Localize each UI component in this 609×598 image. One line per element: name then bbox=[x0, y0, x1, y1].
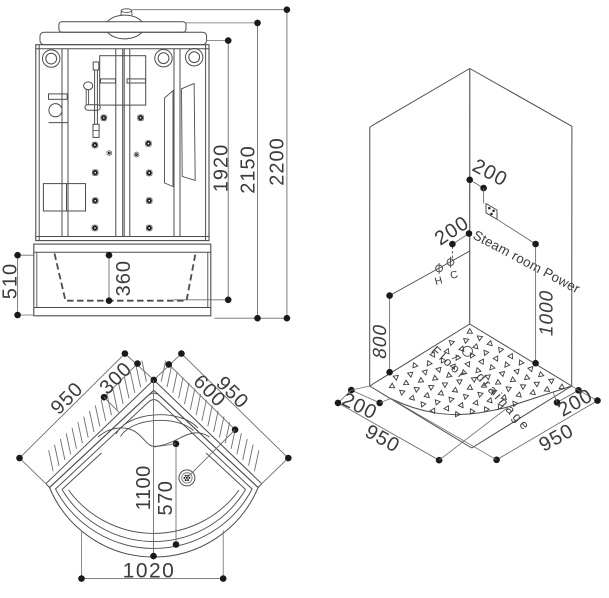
svg-text:H: H bbox=[433, 274, 443, 288]
svg-text:2200: 2200 bbox=[267, 137, 289, 186]
svg-text:1920: 1920 bbox=[211, 144, 233, 193]
svg-text:360: 360 bbox=[113, 260, 135, 296]
svg-text:800: 800 bbox=[370, 322, 391, 361]
svg-text:1100: 1100 bbox=[133, 465, 155, 510]
svg-text:C: C bbox=[449, 268, 460, 282]
svg-text:1020: 1020 bbox=[123, 560, 176, 583]
svg-text:2150: 2150 bbox=[238, 145, 260, 194]
svg-text:1000: 1000 bbox=[537, 288, 558, 339]
svg-text:510: 510 bbox=[0, 263, 21, 299]
svg-text:570: 570 bbox=[155, 481, 177, 516]
